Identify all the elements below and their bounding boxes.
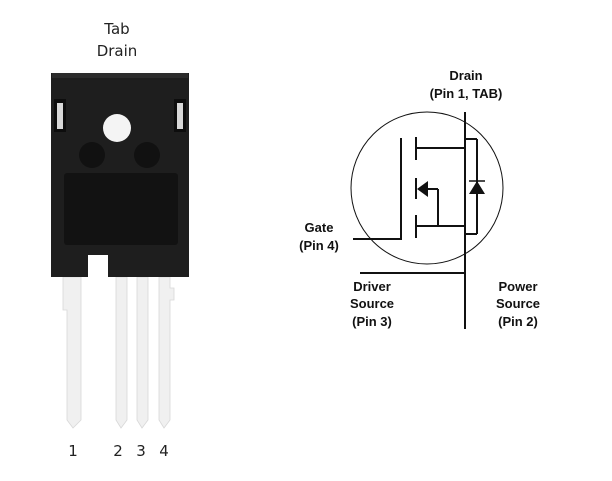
- gate-pin: (Pin 4): [299, 238, 339, 253]
- body-diode-icon: [469, 181, 485, 194]
- leads: [62, 276, 175, 429]
- lead-pin-2: [115, 276, 128, 429]
- mounting-hole: [103, 114, 131, 142]
- power-source-subtitle: Source: [496, 296, 540, 311]
- to247-4-package: Tab Drain 1 2 3 4: [51, 20, 189, 460]
- drain-pin: (Pin 1, TAB): [430, 86, 503, 101]
- body-arrow-icon: [417, 181, 428, 197]
- drain-label: Drain: [97, 42, 138, 60]
- driver-source-title: Driver: [353, 279, 391, 294]
- driver-source-subtitle: Source: [350, 296, 394, 311]
- ejector-mark: [134, 142, 160, 168]
- device-circle: [350, 111, 504, 265]
- ejector-mark: [79, 142, 105, 168]
- gate-title: Gate: [305, 220, 334, 235]
- tab-slot-left: [57, 103, 63, 129]
- lead-pin-1: [62, 276, 82, 429]
- lead-pin-4: [158, 276, 175, 429]
- drain-title: Drain: [449, 68, 482, 83]
- power-source-pin: (Pin 2): [498, 314, 538, 329]
- tab-slot-right: [177, 103, 183, 129]
- tab-label: Tab: [103, 20, 129, 38]
- pin-numbers: 1 2 3 4: [68, 442, 169, 460]
- pin-number-1: 1: [68, 442, 78, 460]
- driver-source-pin: (Pin 3): [352, 314, 392, 329]
- power-source-title: Power: [498, 279, 537, 294]
- marking-area: [64, 173, 178, 245]
- pin-number-3: 3: [136, 442, 146, 460]
- pin-number-4: 4: [159, 442, 169, 460]
- pin-number-2: 2: [113, 442, 123, 460]
- mosfet-schematic: [350, 111, 504, 329]
- lead-pin-3: [136, 276, 149, 429]
